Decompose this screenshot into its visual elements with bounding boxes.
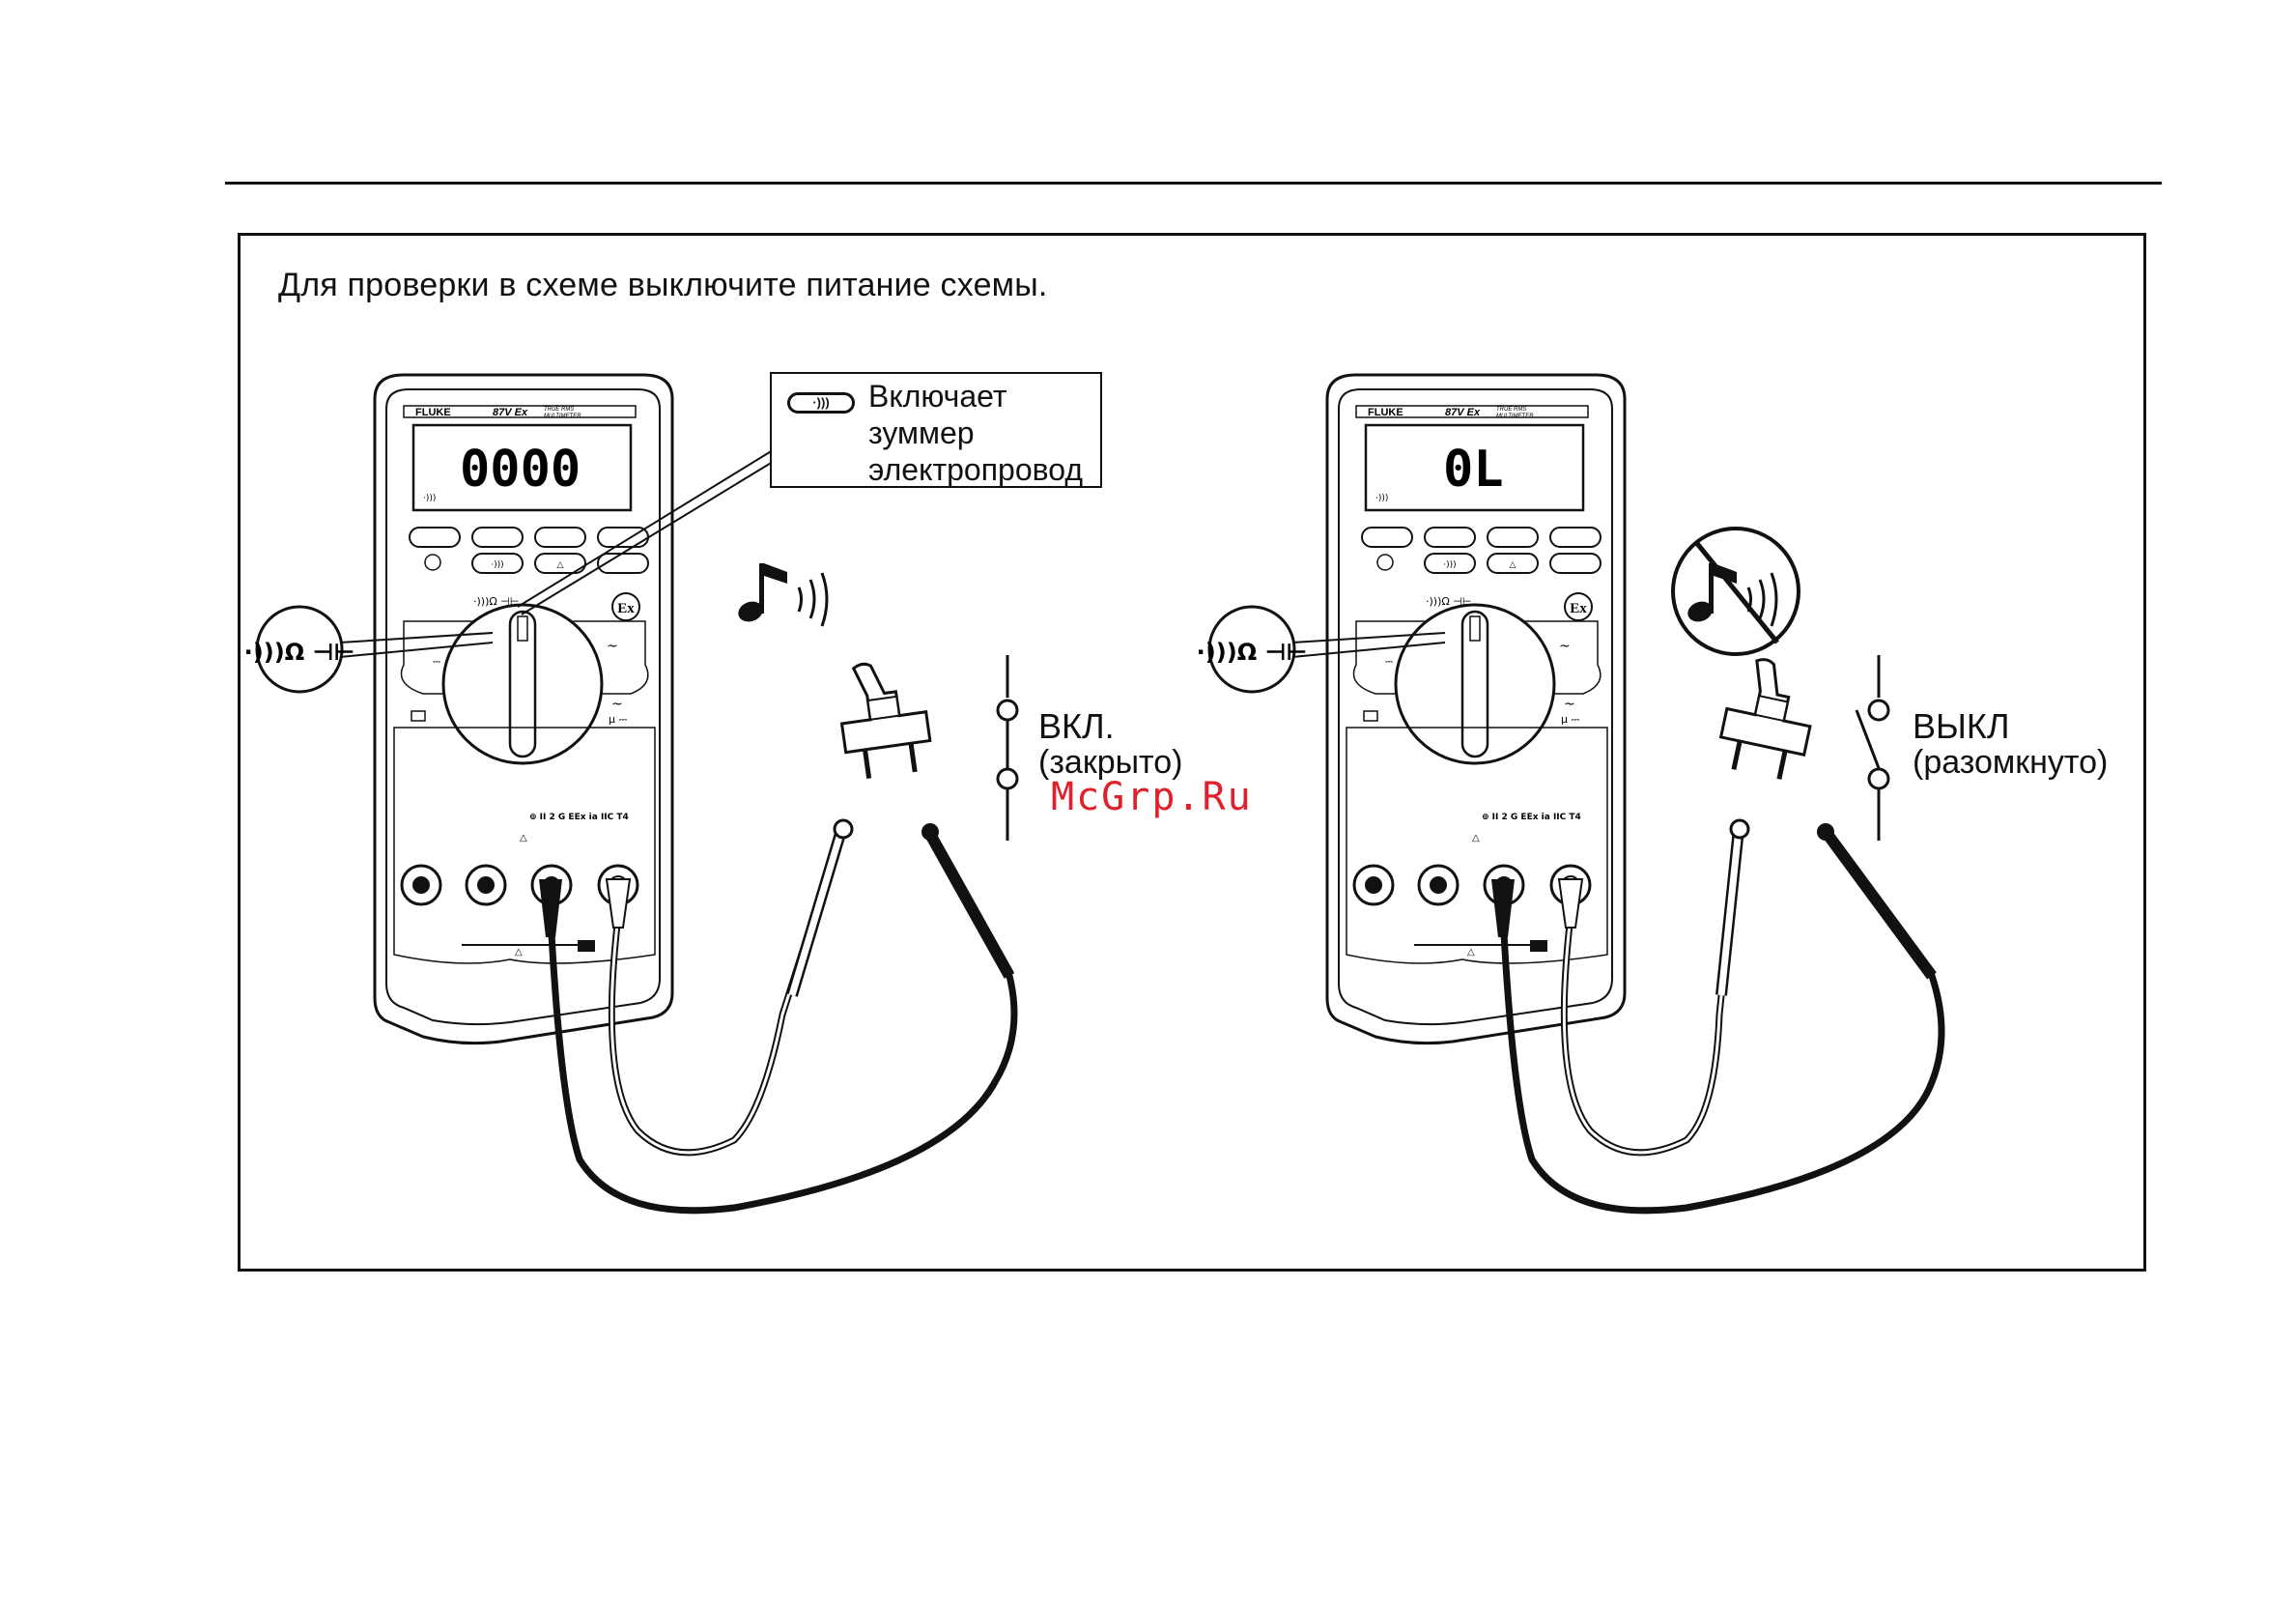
callout-line-1: Включает (868, 378, 1083, 415)
meter-right-brand: FLUKE (1368, 407, 1403, 418)
switch-symbol-closed (998, 655, 1017, 841)
mode-badge-right-label: ·)))Ω ⊣⊢ (1197, 639, 1308, 666)
meter-left-subtitle-2: MULTIMETER (544, 414, 581, 419)
test-leads-left (539, 820, 1014, 1211)
callout-line-3: электропровод (868, 451, 1083, 488)
continuity-callout: ·))) Включает зуммер электропровод (770, 372, 1102, 488)
beep-muted-icon (1673, 529, 1799, 654)
meter-right-dial-label: ·)))Ω ⊣⊢ (1426, 595, 1471, 608)
callout-text: Включает зуммер электропровод (868, 378, 1083, 488)
toggle-switch-open (1715, 654, 1822, 784)
mode-badge-left-label: ·)))Ω ⊣⊢ (244, 639, 355, 666)
meter-left-dial-label: ·)))Ω ⊣⊢ (473, 595, 519, 608)
meter-left-subtitle-1: TRUE RMS (544, 407, 574, 413)
meter-right-display: 0L (1443, 441, 1504, 499)
toggle-switch-closed (834, 656, 934, 781)
meter-left-model: 87V Ex (493, 407, 528, 418)
meter-left-display: 0000 (460, 441, 581, 499)
meter-right-subtitle-1: TRUE RMS (1496, 407, 1526, 413)
multimeter-right: FLUKE 87V Ex TRUE RMS MULTIMETER 0L ·)))… (1327, 375, 1625, 1044)
state-off-sub: (разомкнуто) (1913, 744, 2108, 781)
state-on-label: ВКЛ. (1038, 707, 1115, 746)
state-off-label: ВЫКЛ (1913, 707, 2009, 746)
watermark: McGrp.Ru (1051, 775, 1253, 819)
svg-text:·))): ·))) (423, 494, 436, 503)
switch-symbol-open (1857, 655, 1888, 841)
meter-right-model: 87V Ex (1445, 407, 1481, 418)
svg-text:·))): ·))) (1375, 494, 1388, 503)
beep-icon (735, 563, 827, 626)
callout-line-2: зуммер (868, 415, 1083, 451)
meter-right-subtitle-2: MULTIMETER (1496, 414, 1534, 419)
meter-left-brand: FLUKE (415, 407, 451, 418)
beeper-button-icon: ·))) (787, 392, 855, 414)
multimeter-left: FLUKE 87V Ex TRUE RMS MULTIMETER 0000 ·)… (375, 375, 672, 1044)
